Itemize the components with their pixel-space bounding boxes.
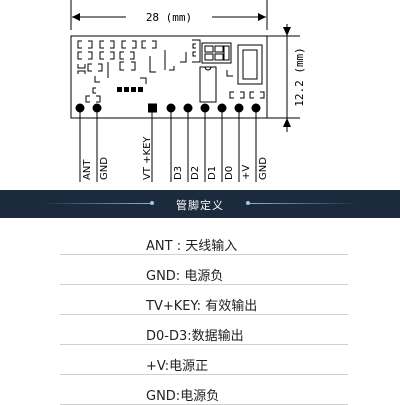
section-banner: 管脚定义	[0, 190, 400, 218]
pin-label-gnd-2: GND	[258, 157, 269, 180]
pin-definition-row: ANT : 天线输入	[60, 225, 348, 255]
pin-definition-text: GND:电源负	[146, 389, 220, 404]
pin-definition-text: D0-D3:数据输出	[146, 329, 244, 344]
width-dimension-label: 28 (mm)	[146, 11, 192, 24]
pin-definition-row: D0-D3:数据输出	[60, 315, 348, 345]
pin-label-d2: D2	[190, 166, 201, 180]
pin-definition-text: ANT : 天线输入	[146, 239, 238, 254]
silkscreen-components	[77, 39, 201, 103]
pin-label-ant: ANT	[82, 159, 93, 180]
height-dimension-label: 12.2 (mm)	[293, 47, 306, 107]
pin-definition-text: GND: 电源负	[146, 269, 224, 284]
pin-definition-list: ANT : 天线输入 GND: 电源负 TV+KEY: 有效输出 D0-D3:数…	[0, 225, 400, 405]
pin-holes	[75, 103, 261, 113]
pin-definition-text: +V:电源正	[146, 359, 209, 374]
pin-label-d0: D0	[224, 166, 235, 180]
module-diagram: 28 (mm) 12.2 (mm)	[70, 0, 306, 182]
pin-label-vt-key: VT +KEY	[142, 136, 153, 180]
pin-label-d1: D1	[207, 166, 218, 180]
pin-definition-row: +V:电源正	[60, 345, 348, 375]
pad-row	[117, 87, 143, 92]
pin-definition-row: TV+KEY: 有效输出	[60, 285, 348, 315]
pin-definition-row: GND:电源负	[60, 375, 348, 405]
pin-label-d3: D3	[173, 166, 184, 180]
pin-leads	[79, 112, 257, 182]
pin-label-plus-v: +V	[241, 165, 252, 180]
pin-definition-text: TV+KEY: 有效输出	[146, 299, 258, 314]
pin-definition-row: GND: 电源负	[60, 255, 348, 285]
pin-label-gnd: GND	[99, 157, 110, 180]
section-title: 管脚定义	[176, 199, 224, 212]
ic-socket	[199, 42, 263, 103]
